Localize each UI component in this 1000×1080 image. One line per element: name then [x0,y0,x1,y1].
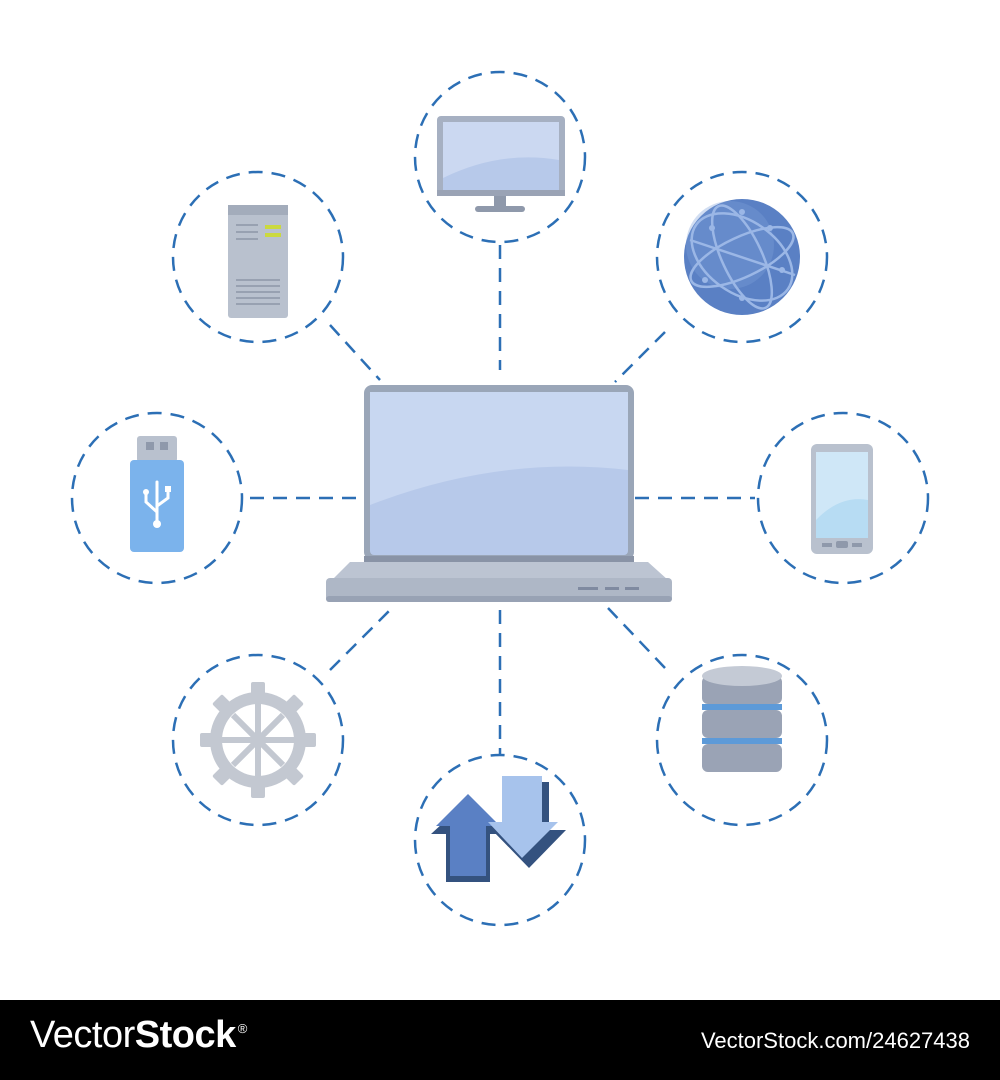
illustration [70,70,930,927]
trademark: ® [237,1021,248,1037]
connector-top-right [614,331,666,383]
ring-right [756,411,930,585]
connector-bottom-left [329,604,396,671]
brand-light: Vector [30,1014,135,1056]
footer-bar: VectorStock® VectorStock.com/24627438 [0,1000,1000,1080]
connector-top-left [329,324,381,381]
ring-left [70,411,244,585]
ring-top [413,70,587,244]
monitor-icon [437,116,565,212]
connector-lines [250,245,755,755]
connector-bottom-right [607,607,666,669]
ring-top-left [171,170,345,344]
brand-bold: Stock [134,1014,236,1056]
globe-icon [684,199,800,315]
usb-drive-icon [130,436,184,552]
database-icon [702,666,782,772]
brand-logo: VectorStock® [30,1014,247,1057]
server-tower-icon [228,205,288,318]
gear-icon [200,682,316,798]
ring-bottom-right [655,653,829,827]
smartphone-icon [811,444,873,554]
image-reference: VectorStock.com/24627438 [700,1028,970,1053]
laptop-icon [326,385,672,602]
ring-bottom-left [171,653,345,827]
transfer-arrows-icon [431,776,566,882]
ring-top-right [655,170,829,344]
ring-bottom [413,753,587,927]
dashed-circles [70,70,930,927]
